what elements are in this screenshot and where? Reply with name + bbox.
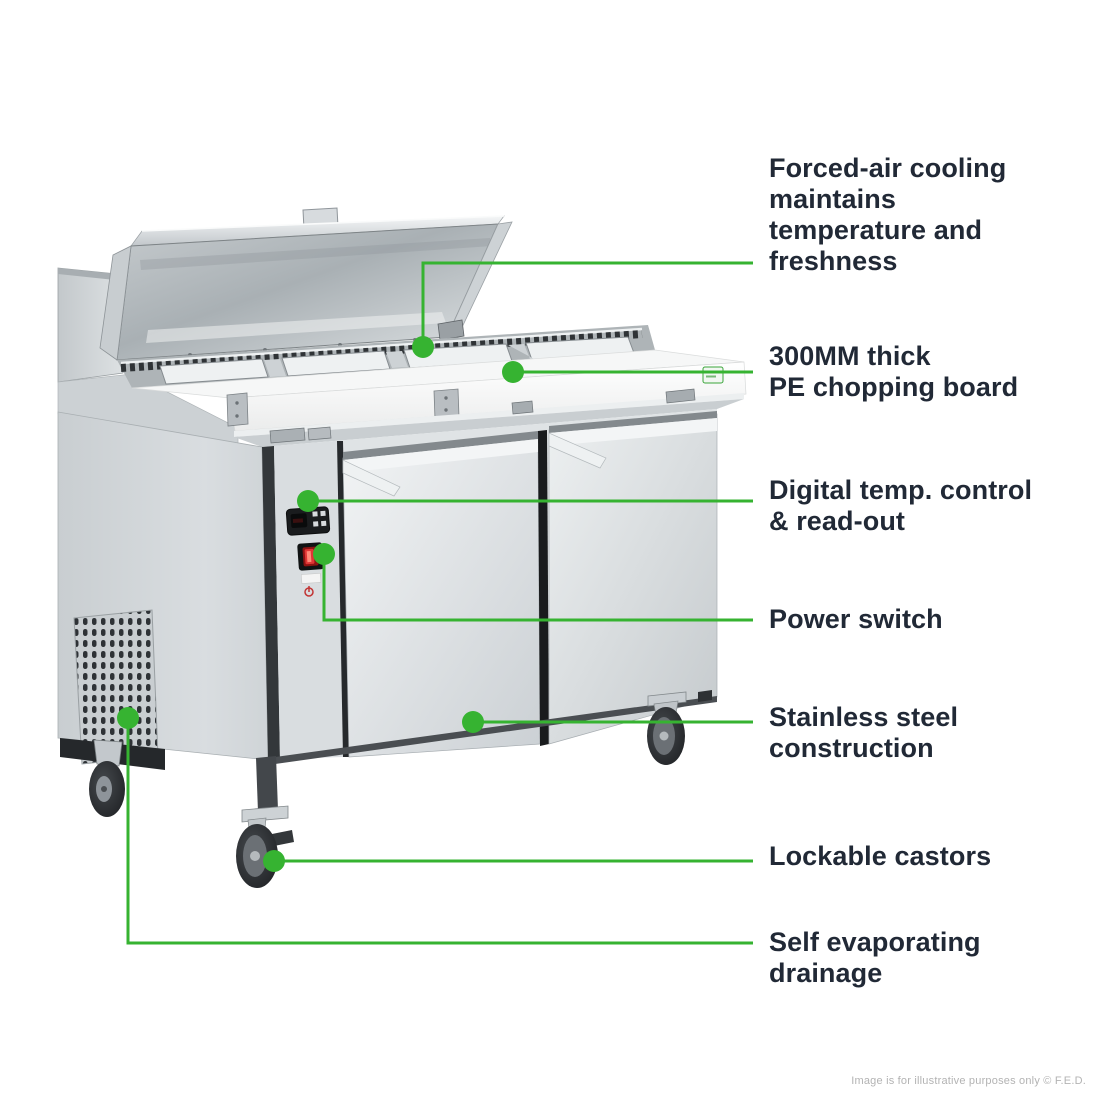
callout-line-forced-air: [421, 261, 753, 347]
feature-label-chopping-board: 300MM thick PE chopping board: [769, 341, 1019, 402]
callout-dot-forced-air: [412, 336, 434, 358]
feature-label-forced-air-cooling: Forced-air cooling maintains temperature…: [769, 153, 1007, 276]
callout-dot-power-switch: [313, 543, 335, 565]
callout-dots: [117, 336, 524, 872]
counter-band: [234, 388, 744, 447]
door-left[interactable]: [342, 431, 541, 758]
cabinet-front: [256, 409, 718, 812]
disclaimer-text: Image is for illustrative purposes only …: [851, 1075, 1086, 1087]
castor-front-left: [236, 805, 294, 888]
board-clamp-mid: [433, 388, 460, 420]
brand-sticker: [702, 366, 724, 384]
feature-label-stainless-steel: Stainless steel construction: [769, 702, 959, 763]
feature-label-lockable-castors: Lockable castors: [769, 841, 992, 871]
cabinet-side: [57, 411, 269, 770]
callouts: [126, 261, 753, 945]
callout-dot-castors: [263, 850, 285, 872]
callout-dot-drainage: [117, 707, 139, 729]
door-right[interactable]: [548, 411, 718, 745]
lid-open: [99, 207, 513, 361]
castor-front-right: [647, 690, 712, 765]
callout-dot-digital-temp: [297, 490, 319, 512]
callout-dot-chopping-board: [502, 361, 524, 383]
castor-rear-left: [89, 739, 125, 817]
feature-label-power-switch: Power switch: [769, 604, 943, 634]
counter-side-edge: [57, 373, 239, 453]
callout-dot-stainless: [462, 711, 484, 733]
front-left-edge: [262, 446, 280, 760]
feature-label-digital-temp-control: Digital temp. control & read-out: [769, 475, 1033, 536]
feature-label-self-evaporating-drainage: Self evaporating drainage: [769, 927, 981, 988]
board-clamp-left: [226, 392, 249, 427]
rear-splash-panel: [57, 267, 124, 383]
door-right-handle[interactable]: [548, 432, 607, 469]
callout-line-drainage: [126, 718, 753, 945]
chopping-board: [131, 349, 747, 432]
power-symbol-decal: [304, 586, 314, 597]
door-left-handle[interactable]: [342, 459, 401, 497]
callout-line-power-switch: [322, 554, 753, 622]
